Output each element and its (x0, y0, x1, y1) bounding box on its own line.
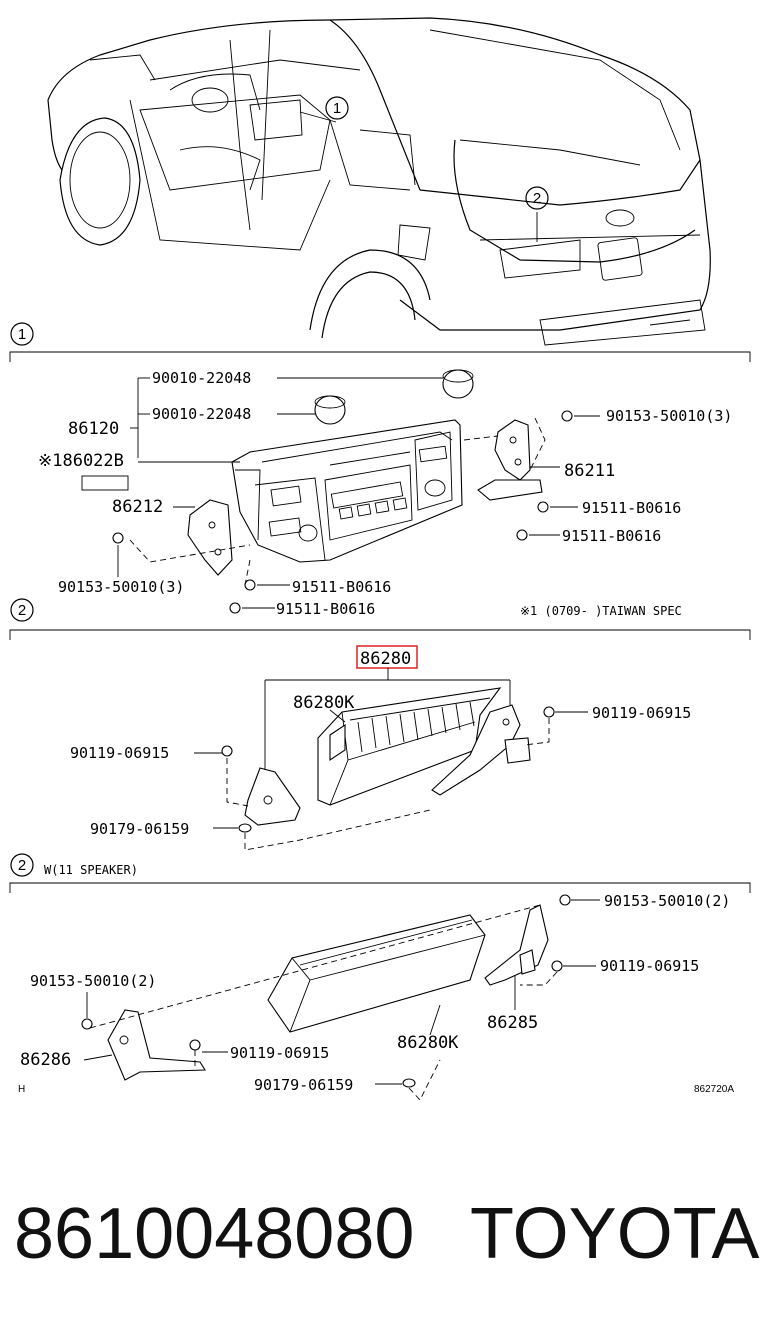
section-1-leaders (117, 377, 600, 609)
radio-head-unit (231, 419, 463, 563)
amplifier-unit (317, 687, 502, 806)
part-label-90153-50010-left: 90153-50010(3) (58, 578, 184, 596)
footer-brand: TOYOTA (470, 1194, 759, 1274)
part-label-86285: 86285 (487, 1013, 538, 1033)
part-label-90010-22048-b: 90010-22048 (152, 405, 251, 423)
bracket-86286 (107, 1009, 206, 1081)
part-label-86280-highlighted[interactable]: 86280 (360, 649, 411, 669)
part-label-90179-06159-s3: 90179-06159 (254, 1076, 353, 1094)
part-label-90153-50010-right: 90153-50010(3) (606, 407, 732, 425)
callout-2-label: 2 (533, 190, 541, 207)
callout-1-marker: 1 (325, 96, 349, 120)
footer-part-number: 8610048080 (14, 1194, 414, 1274)
taiwan-spec-note: ※1 (0709- )TAIWAN SPEC (520, 604, 682, 618)
knob-part-b (314, 395, 346, 425)
part-label-91511-b0616-r2: 91511-B0616 (562, 527, 661, 545)
amplifier-unit-11-speaker (267, 914, 486, 1033)
vehicle-overview-illustration (47, 17, 711, 346)
screw-icons-section-2 (221, 706, 555, 833)
knob-part-a (442, 369, 474, 399)
speaker-variant-note: W(11 SPEAKER) (44, 863, 138, 877)
part-label-90119-06915-left: 90119-06915 (70, 744, 169, 762)
part-label-90119-06915-right-s3: 90119-06915 (600, 957, 699, 975)
section-2-header: 2 ※1 (0709- )TAIWAN SPEC (9, 598, 751, 640)
part-label-91511-b0616-l1: 91511-B0616 (292, 578, 391, 596)
part-label-90119-06915-right: 90119-06915 (592, 704, 691, 722)
section-3-leaders (83, 899, 600, 1101)
section-2-marker: 2 (18, 602, 26, 619)
label-plate-icon (81, 475, 129, 491)
part-label-86212: 86212 (112, 497, 163, 517)
part-label-86120: 86120 (68, 419, 119, 439)
section-2-leaders (194, 668, 588, 851)
part-label-86211: 86211 (564, 461, 615, 481)
bracket-86211 (477, 419, 543, 501)
bracket-left-section-2 (244, 767, 301, 826)
callout-2-marker: 2 (525, 186, 549, 210)
part-label-86280k-s3: 86280K (397, 1033, 459, 1053)
bracket-right-section-2 (431, 704, 531, 796)
screw-icons-section-1 (112, 410, 573, 614)
bracket-86212 (187, 499, 233, 576)
part-label-90119-06915-bottom-s3: 90119-06915 (230, 1044, 329, 1062)
highlighted-part-box (356, 645, 418, 669)
part-label-86280k: 86280K (293, 693, 355, 713)
part-label-86022b: ※186022B (38, 451, 124, 471)
screw-icons-section-3 (81, 894, 571, 1088)
part-label-90153-50010-right-s3: 90153-50010(2) (604, 892, 730, 910)
part-label-90010-22048-a: 90010-22048 (152, 369, 251, 387)
part-label-86286: 86286 (20, 1050, 71, 1070)
corner-mark: H (18, 1084, 25, 1095)
section-3-marker: 2 (18, 857, 26, 874)
callout-1-label: 1 (333, 100, 341, 117)
part-label-90153-50010-left-s3: 90153-50010(2) (30, 972, 156, 990)
part-label-91511-b0616-l2: 91511-B0616 (276, 600, 375, 618)
section-3-header: 2 W(11 SPEAKER) (9, 853, 751, 893)
section-1-header: 1 (9, 322, 751, 362)
drawing-code: 862720A (694, 1084, 734, 1095)
bracket-86285 (484, 904, 549, 986)
part-label-90179-06159: 90179-06159 (90, 820, 189, 838)
part-label-91511-b0616-r1: 91511-B0616 (582, 499, 681, 517)
section-1-marker: 1 (18, 326, 26, 343)
